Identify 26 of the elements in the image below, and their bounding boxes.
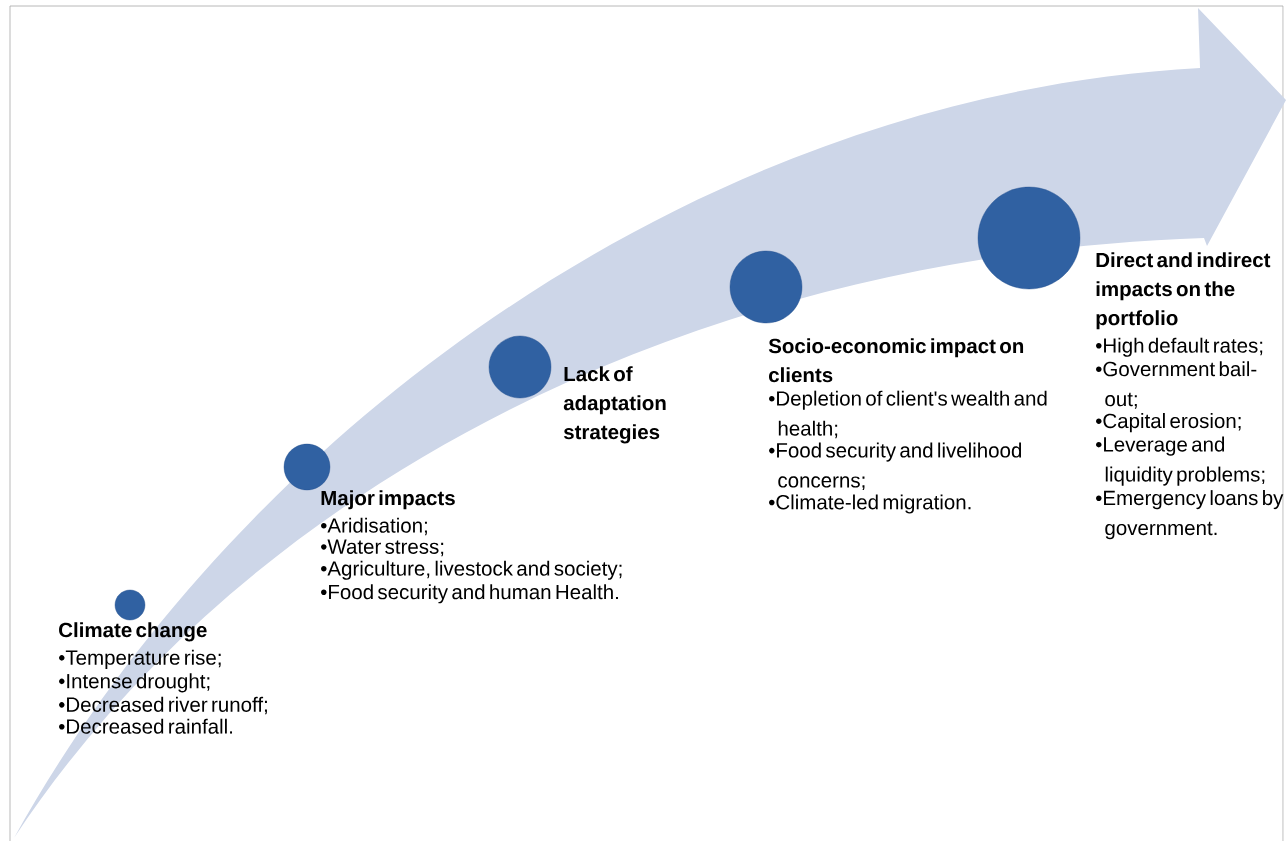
bullet-item: •High default rates; bbox=[1096, 337, 1263, 357]
bullet-item: •Government bail-out; bbox=[1096, 361, 1257, 409]
stage-heading: Climate change bbox=[59, 622, 207, 642]
stage-heading: Socio-economic impact on clients bbox=[768, 338, 1024, 383]
bullet-item: •Food security and livelihood concerns; bbox=[769, 442, 1022, 490]
bullet-item: •Intense drought; bbox=[59, 673, 210, 693]
stage-heading: Major impacts bbox=[321, 490, 455, 510]
ball bbox=[729, 250, 803, 324]
bullet-item: •Decreased river runoff; bbox=[59, 696, 267, 715]
bullet-item: •Capital erosion; bbox=[1096, 413, 1241, 433]
ball bbox=[488, 335, 552, 399]
bullet-item: •Water stress; bbox=[321, 539, 444, 557]
stage-heading: Direct and indirect impacts on the portfolio bbox=[1096, 252, 1271, 330]
ball bbox=[114, 589, 146, 621]
ball bbox=[977, 186, 1081, 290]
bullet-item: •Agriculture, livestock and society; bbox=[321, 560, 622, 580]
bullet-item: •Temperature rise; bbox=[59, 649, 221, 669]
bullet-item: •Depletion of client's wealth and health; bbox=[769, 390, 1047, 439]
bullet-item: •Leverage and liquidity problems; bbox=[1096, 436, 1265, 486]
bullet-item: •Aridisation; bbox=[321, 517, 427, 536]
stage-heading: Lack of adaptation strategies bbox=[563, 366, 666, 444]
bullet-item: •Food security and human Health. bbox=[321, 584, 618, 604]
bullet-item: •Decreased rainfall. bbox=[59, 718, 232, 734]
bullet-item: •Climate-led migration. bbox=[769, 494, 971, 514]
ball bbox=[283, 443, 331, 491]
bullet-item: •Emergency loans by government. bbox=[1096, 490, 1284, 540]
